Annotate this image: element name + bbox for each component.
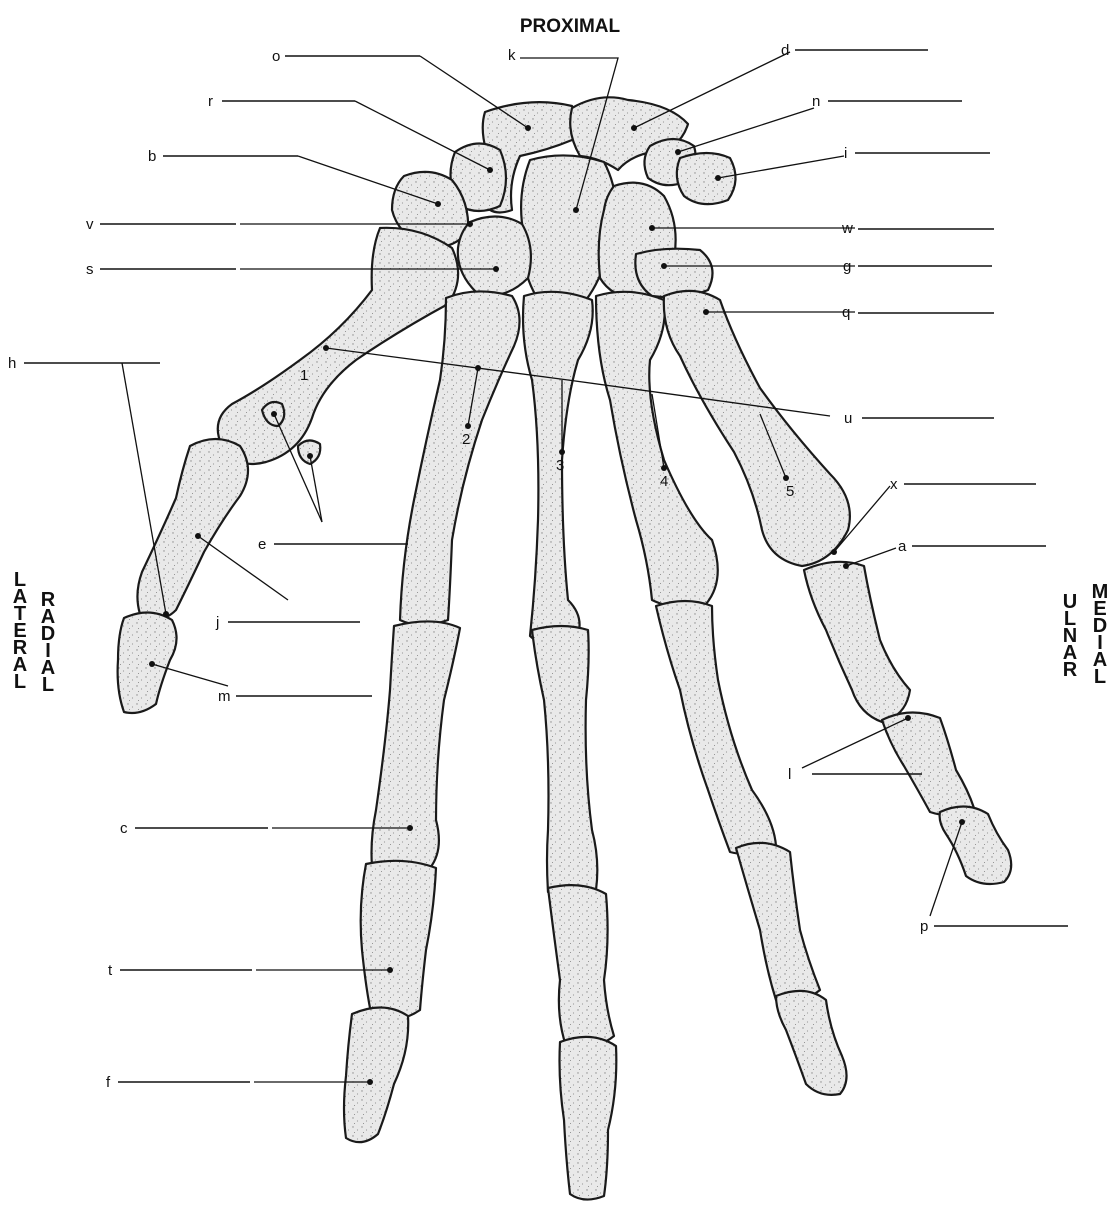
middle-proximal-phalanx <box>532 626 597 896</box>
metacarpal-number-4: 4 <box>660 473 668 490</box>
pisiform-bone <box>677 153 736 204</box>
label-u: u <box>844 410 852 427</box>
label-x: x <box>890 476 898 493</box>
label-g: g <box>843 258 851 275</box>
diagram-title: PROXIMAL <box>520 16 621 37</box>
label-w: w <box>841 220 853 237</box>
ring-middle-phalanx <box>736 843 820 1002</box>
index-proximal-phalanx <box>372 621 461 871</box>
label-j: j <box>215 614 219 631</box>
label-a: a <box>898 538 907 555</box>
thumb-distal-phalanx <box>118 612 177 713</box>
metacarpal-number-1: 1 <box>300 367 308 384</box>
metacarpal-number-2: 2 <box>462 431 470 448</box>
label-t: t <box>108 962 113 979</box>
sesamoid-bone-2 <box>298 440 320 464</box>
label-p: p <box>920 918 928 935</box>
hook-of-hamate <box>635 249 712 297</box>
small-carpal-bone <box>458 216 531 294</box>
middle-distal-phalanx <box>560 1037 617 1200</box>
label-e: e <box>258 536 266 553</box>
ring-proximal-phalanx <box>656 601 776 854</box>
middle-middle-phalanx <box>548 885 614 1048</box>
label-v: v <box>86 216 94 233</box>
label-n: n <box>812 93 820 110</box>
label-k: k <box>508 47 516 64</box>
label-d: d <box>781 42 789 59</box>
little-distal-phalanx <box>940 806 1012 884</box>
metacarpal-number-5: 5 <box>786 483 794 500</box>
label-h: h <box>8 355 16 372</box>
label-c: c <box>120 820 128 837</box>
label-s: s <box>86 261 94 278</box>
metacarpal-number-3: 3 <box>556 457 564 474</box>
thumb-proximal-phalanx <box>137 439 248 619</box>
little-proximal-phalanx <box>804 562 910 722</box>
metacarpal-2 <box>400 291 520 625</box>
metacarpal-1 <box>218 228 458 464</box>
label-m: m <box>218 688 231 705</box>
label-f: f <box>106 1074 111 1091</box>
index-distal-phalanx <box>344 1007 408 1142</box>
little-middle-phalanx <box>882 712 974 815</box>
label-r: r <box>208 93 213 110</box>
ring-distal-phalanx <box>776 991 847 1095</box>
label-b: b <box>148 148 156 165</box>
index-middle-phalanx <box>361 861 436 1020</box>
label-l: l <box>788 766 791 783</box>
label-i: i <box>844 145 847 162</box>
label-o: o <box>272 48 280 65</box>
label-q: q <box>842 304 850 321</box>
